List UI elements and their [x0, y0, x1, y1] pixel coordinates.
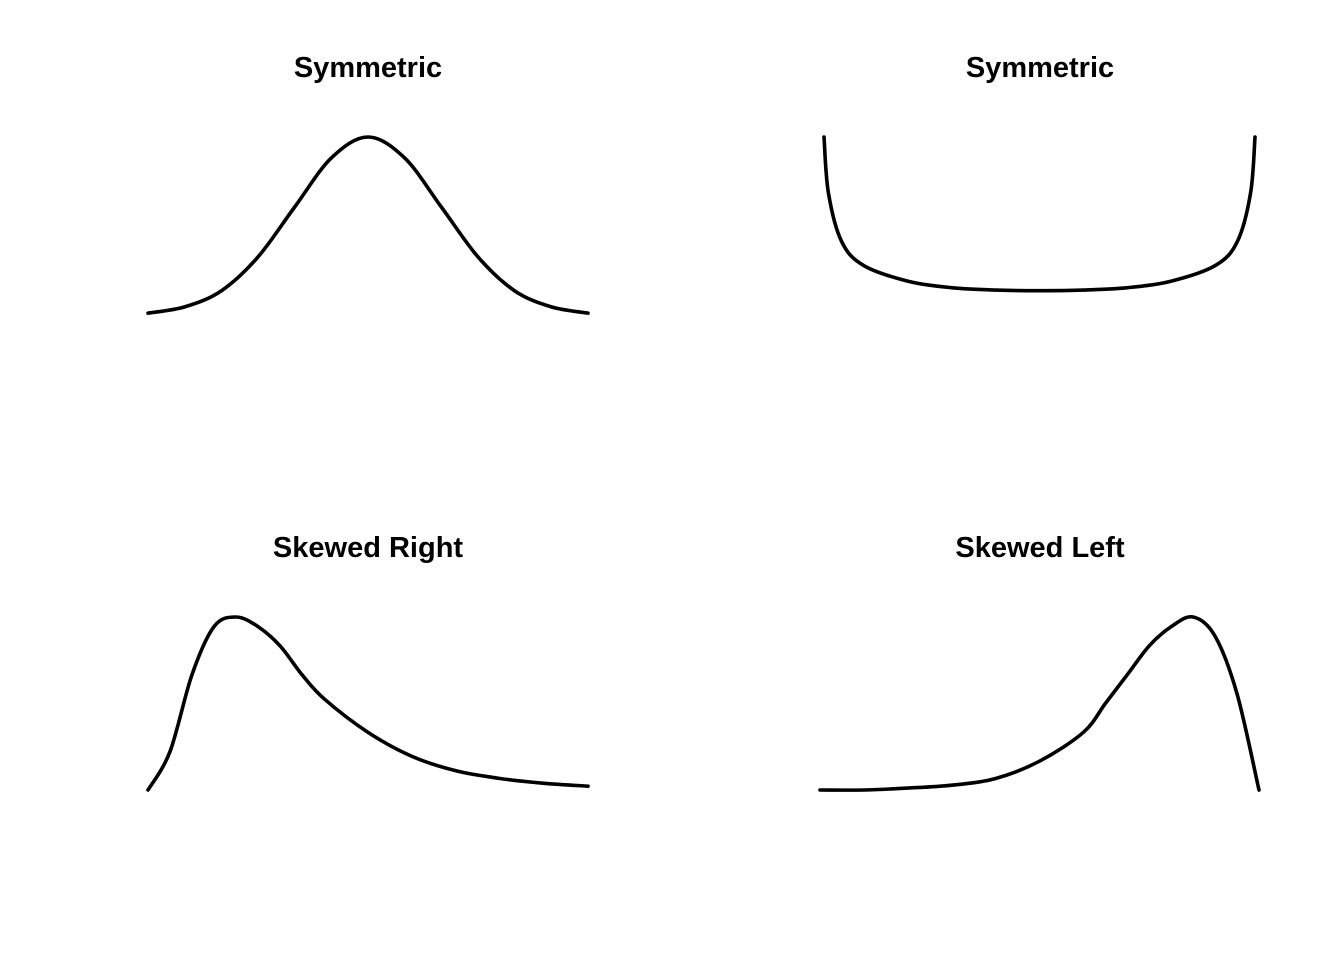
- panel-skewed-right: Skewed Right: [146, 532, 590, 792]
- panel-symmetric-bell: Symmetric: [146, 52, 590, 315]
- panel-symmetric-u: Symmetric: [822, 52, 1257, 293]
- bell-density-curve: [146, 135, 590, 315]
- u-shaped-density-curve: [822, 135, 1257, 293]
- panel-skewed-left: Skewed Left: [818, 532, 1261, 792]
- left-skewed-density-curve: [818, 614, 1261, 792]
- panel-title-skewed-left: Skewed Left: [955, 532, 1125, 564]
- panel-title-symmetric-bell: Symmetric: [294, 52, 442, 84]
- panel-title-skewed-right: Skewed Right: [273, 532, 463, 564]
- right-skewed-density-curve: [146, 615, 590, 792]
- panel-title-symmetric-u: Symmetric: [966, 52, 1114, 84]
